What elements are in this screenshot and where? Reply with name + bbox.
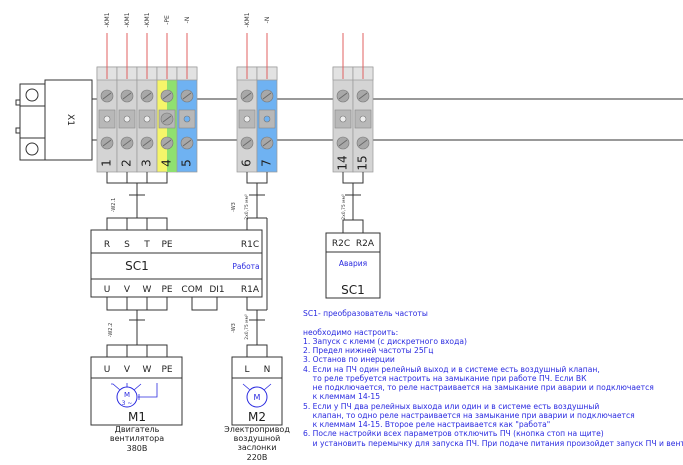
notes: SC1- преобразователь частоты необходимо … <box>303 309 683 448</box>
m2-terminal: N <box>264 365 271 375</box>
motor-3phase-icon: M 3 ~ <box>111 383 158 408</box>
sc1-terminal: PE <box>161 285 172 295</box>
sc1-terminal: T <box>143 240 150 250</box>
cable-label: -W2.2 <box>108 323 114 338</box>
terminal-number: 3 <box>140 159 154 167</box>
cable-relay2: 2x0,75 мм² <box>341 172 364 233</box>
sc1-inverter: R S T PE R1C SC1 Работа U V W PE COM DI1… <box>90 229 263 298</box>
note-line: то реле требуется настроить на замыкание… <box>303 374 587 383</box>
terminal-2: 2 -KM1 <box>116 12 138 173</box>
sc1-status: Работа <box>232 262 259 271</box>
m1-caption: вентилятора <box>110 434 164 443</box>
sc1-relay2-name: SC1 <box>341 283 365 297</box>
note-line: к клеммам 14-15. Второе реле настраивает… <box>303 420 550 429</box>
motor-symbol: M <box>254 393 261 402</box>
terminal-15: 15 <box>352 33 374 173</box>
com-di1-jumper <box>191 297 218 311</box>
m1-caption: Двигатель <box>115 425 160 434</box>
cable-section-label: 2x0,75 мм² <box>244 194 250 220</box>
motor-m2: L N M M2 Электропривод воздушной заслонк… <box>224 356 290 462</box>
motor-icon: M <box>242 383 272 408</box>
note-line: 1. Запуск с клемм (с дискретного входа) <box>303 337 467 346</box>
sc1-terminal: R1A <box>241 285 260 295</box>
cable-w21: -W2.1 <box>106 172 168 230</box>
note-line: 6. После настройки всех параметров отклю… <box>303 429 604 438</box>
terminal-number: 14 <box>336 155 350 170</box>
motor-m1: U V W PE M 3 ~ M1 Двигатель вентилятора … <box>90 356 183 453</box>
terminal-number: 15 <box>356 155 370 170</box>
note-line: 5. Если у ПЧ два релейных выхода или оди… <box>303 402 599 411</box>
sc1-terminal: W <box>143 285 152 295</box>
sc1-terminal: S <box>124 240 130 250</box>
sc1-terminal: V <box>124 285 131 295</box>
sc1-terminal: PE <box>161 240 172 250</box>
cable-label: -W2.1 <box>111 198 117 213</box>
sc1-terminal: R <box>104 240 110 250</box>
m2-name: M2 <box>248 410 266 424</box>
m1-terminal: U <box>104 365 111 375</box>
terminal-1: 1 -KM1 <box>96 12 118 173</box>
m2-caption: Электропривод <box>224 425 290 434</box>
terminal-number: 4 <box>160 159 174 167</box>
cable-section-label: 2x0,75 мм² <box>244 314 250 340</box>
wire-label: -KM1 <box>104 12 111 27</box>
cable-label: -W3 <box>231 202 237 212</box>
wire-label: -N <box>264 17 271 24</box>
m1-terminal: V <box>124 365 131 375</box>
terminal-number: 1 <box>100 159 114 167</box>
note-line: 2. Предел нижней частоты 25Гц <box>303 346 433 355</box>
cable-section-label: 2x0,75 мм² <box>341 194 347 220</box>
sc1-terminal: R2C <box>332 239 350 249</box>
wire-label: -KM1 <box>144 12 151 27</box>
note-line: необходимо настроить: <box>303 328 398 337</box>
note-line: не подключается, то реле настраивается н… <box>303 383 654 392</box>
m2-caption: воздушной <box>234 434 281 443</box>
m2-terminal: L <box>244 365 249 375</box>
wire-label: -KM1 <box>244 12 251 27</box>
cable-w3-bottom: -W3 2x0,75 мм² <box>231 297 268 357</box>
note-line: и установить перемычку для запуска ПЧ. П… <box>303 439 683 448</box>
m1-name: M1 <box>128 410 146 424</box>
terminal-number: 6 <box>240 159 254 167</box>
note-line: клапан, то одно реле настраивается на за… <box>303 411 635 420</box>
terminal-number: 7 <box>260 159 274 167</box>
terminal-blocks: 1 -KM1 2 -KM1 3 -KM1 4 -PE 5 -N 6 -KM1 7 -N 14 15 <box>96 12 374 173</box>
sc1-terminal: R2A <box>356 239 375 249</box>
note-line: 3. Останов по инерции <box>303 355 395 364</box>
sc1-terminal: R1C <box>241 240 259 250</box>
notes-title: SC1- преобразователь частоты <box>303 309 428 318</box>
m2-caption: 220В <box>247 453 268 462</box>
m1-terminal: PE <box>161 365 172 375</box>
wire-label: -N <box>184 17 191 24</box>
terminal-3: 3 -KM1 <box>136 12 158 173</box>
cable-label: -W3 <box>231 323 237 333</box>
m1-terminal: W <box>143 365 152 375</box>
sc1-relay2-box: R2C R2A Авария SC1 <box>325 232 381 299</box>
sc1-name: SC1 <box>125 259 149 273</box>
cable-w3-top: -W3 2x0,75 мм² <box>231 172 268 310</box>
m1-caption: 380В <box>127 444 148 453</box>
terminal-number: 5 <box>180 159 194 167</box>
motor-phase: 3 ~ <box>122 400 133 407</box>
note-line: 4. Если на ПЧ один релейный выход и в си… <box>303 365 600 374</box>
sc1-terminal: COM <box>181 285 202 295</box>
cable-w22: -W2.2 <box>106 297 168 357</box>
wire-label: -PE <box>164 15 171 25</box>
m2-caption: заслонки <box>238 443 277 452</box>
terminal-7: 7 -N <box>256 17 278 173</box>
connector-label: X1 <box>65 114 75 126</box>
motor-symbol: M <box>124 391 130 399</box>
note-line: к клеммам 14-15 <box>303 392 380 401</box>
terminal-14: 14 <box>332 33 354 173</box>
sc1-terminal: DI1 <box>209 285 224 295</box>
sc1-relay2-status: Авария <box>339 259 367 268</box>
terminal-5: 5 -N <box>176 17 198 173</box>
wire-label: -KM1 <box>124 12 131 27</box>
sc1-terminal: U <box>104 285 111 295</box>
terminal-number: 2 <box>120 159 134 167</box>
terminal-4: 4 -PE <box>156 15 178 173</box>
terminal-6: 6 -KM1 <box>236 12 258 173</box>
connector-x1: X1 <box>15 79 93 161</box>
